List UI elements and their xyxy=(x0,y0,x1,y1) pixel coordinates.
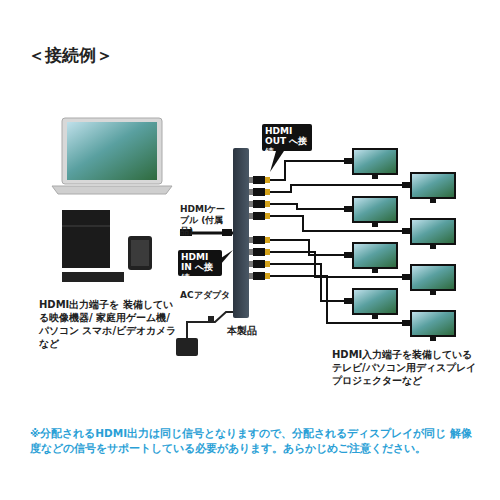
display-icon xyxy=(352,288,398,315)
display-screen xyxy=(354,290,396,313)
display-stand xyxy=(430,291,436,295)
port xyxy=(249,237,253,243)
plug-tip xyxy=(265,189,270,195)
callout-pointer xyxy=(221,250,233,264)
display-screen xyxy=(354,150,396,173)
plug-tip xyxy=(265,237,270,243)
display-icon xyxy=(410,310,456,337)
callout-box: HDMI IN へ接続 xyxy=(178,250,222,276)
node-text: HDMI IN へ接続 xyxy=(178,250,222,285)
plug-tip xyxy=(265,213,270,219)
hdmi-plug xyxy=(222,229,232,236)
hdmi-plug xyxy=(253,188,265,196)
av-devices xyxy=(62,210,152,282)
hdmi-plug xyxy=(344,252,352,258)
display-screen xyxy=(412,312,454,335)
port xyxy=(249,273,253,279)
output-wiring xyxy=(270,148,456,341)
hdmi-plug xyxy=(253,272,265,280)
port xyxy=(249,201,253,207)
display-stand xyxy=(372,175,378,179)
laptop-icon xyxy=(52,118,172,194)
display-stand xyxy=(372,269,378,273)
display-stand xyxy=(430,245,436,249)
hdmi-plug xyxy=(253,236,265,244)
hdmi-plug xyxy=(402,228,410,234)
port xyxy=(249,213,253,219)
display-stand xyxy=(372,315,378,319)
display-stand xyxy=(430,337,436,341)
port xyxy=(249,249,253,255)
node-text: HDMI OUT へ接続 xyxy=(262,124,312,159)
hdmi-plug xyxy=(402,182,410,188)
display-group: HDMI入力端子を装備している テレビ/パソコン用ディスプレイ プロジェクターな… xyxy=(292,140,470,390)
display-screen xyxy=(354,198,396,221)
hdmi-plug xyxy=(253,212,265,220)
display-icon xyxy=(410,218,456,245)
display-screen xyxy=(412,220,454,243)
hdmi-wire xyxy=(270,204,346,209)
plug-tip xyxy=(265,273,270,279)
display-icon xyxy=(352,196,398,223)
hdmi-wire xyxy=(270,216,404,231)
hdmi-plug xyxy=(402,320,410,326)
display-icon xyxy=(410,172,456,199)
display-stand xyxy=(372,223,378,227)
source-devices: HDMI出力端子を 装備している映像機器/ 家庭用ゲーム機/パソコン スマホ/ビ… xyxy=(35,118,180,348)
caption-note: ※分配されるHDMI出力は同じ信号となりますので、分配されるディスプレイが同じ … xyxy=(30,426,480,456)
display-stand xyxy=(430,199,436,203)
port xyxy=(249,189,253,195)
display-screen xyxy=(412,266,454,289)
splitter-ports xyxy=(249,176,270,280)
plug-tip xyxy=(265,261,270,267)
plug-tip xyxy=(265,177,270,183)
hdmi-plug xyxy=(253,200,265,208)
node-text: HDMI入力端子を装備している テレビ/パソコン用ディスプレイ プロジェクターな… xyxy=(332,348,482,387)
port xyxy=(249,177,253,183)
node-text: 本製品 xyxy=(227,324,257,337)
adapter-label: ACアダプタ xyxy=(180,290,230,302)
hdmi-plug xyxy=(253,176,265,184)
node-text: HDMI出力端子を 装備している映像機器/ 家庭用ゲーム機/パソコン スマホ/ビ… xyxy=(39,298,179,350)
hdmi-plug xyxy=(253,260,265,268)
display-screen xyxy=(354,244,396,267)
hdmi-wire xyxy=(270,161,346,180)
plug-tip xyxy=(265,249,270,255)
hdmi-wire xyxy=(270,264,346,301)
display-icon xyxy=(352,148,398,175)
diagram-title: ＜接続例＞ xyxy=(28,44,113,66)
splitter-box: 本製品 xyxy=(233,148,249,318)
hdmi-wire xyxy=(270,185,404,192)
callout-box: HDMI OUT へ接続 xyxy=(262,124,312,151)
port xyxy=(249,261,253,267)
plug-tip xyxy=(265,201,270,207)
hdmi-plug xyxy=(344,158,352,164)
hdmi-wire xyxy=(270,276,404,323)
display-icon xyxy=(352,242,398,269)
hdmi-plug xyxy=(402,274,410,280)
cable-label: HDMIケーブル (付属品) xyxy=(180,204,226,236)
display-screen xyxy=(412,174,454,197)
hdmi-plug xyxy=(344,206,352,212)
hdmi-plug xyxy=(253,248,265,256)
hdmi-plug xyxy=(344,298,352,304)
display-icon xyxy=(410,264,456,291)
